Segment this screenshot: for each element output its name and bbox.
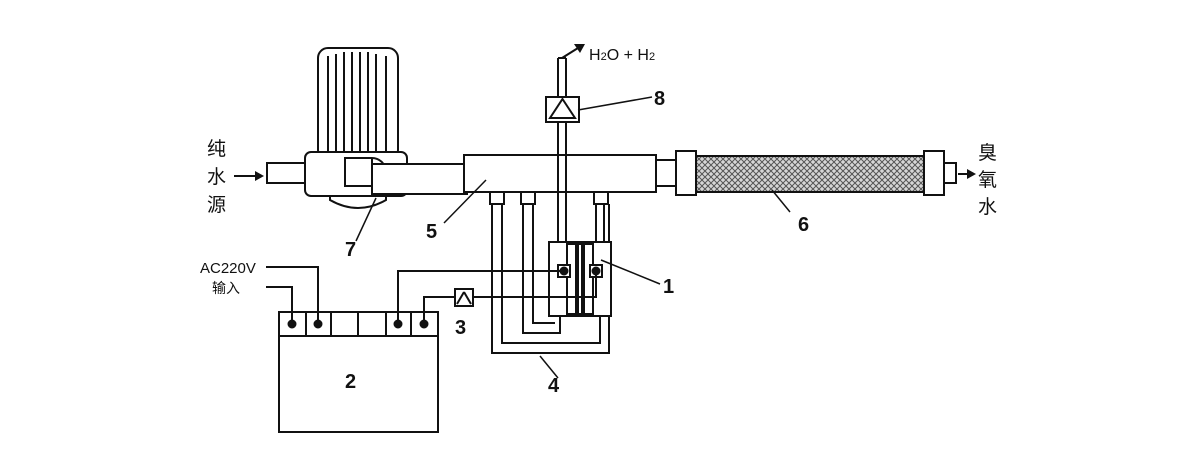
pump-outlet-pipe <box>371 163 468 195</box>
svg-text:氧: 氧 <box>978 169 997 191</box>
svg-text:源: 源 <box>207 194 226 216</box>
wiring <box>266 266 597 324</box>
callout-8: 8 <box>654 88 665 110</box>
sensor-3 <box>454 288 474 307</box>
filter-cartridge <box>675 150 957 196</box>
manifold-port <box>593 191 609 205</box>
callout-3: 3 <box>455 317 466 339</box>
callout-5: 5 <box>426 221 437 243</box>
gas-out-arrow <box>574 44 585 53</box>
inner-tubing <box>522 204 605 334</box>
manifold-outlet-pipe <box>655 159 679 187</box>
callout-4: 4 <box>548 375 560 397</box>
power-input-label: AC220V <box>200 260 256 277</box>
source-label: 纯 水 源 <box>207 138 226 216</box>
svg-text:水: 水 <box>978 196 997 218</box>
svg-text:臭: 臭 <box>978 142 997 164</box>
callout-numbers: 1 2 3 4 5 6 7 8 <box>345 88 809 397</box>
gas-riser-pipe <box>557 57 567 242</box>
inlet-pipe <box>266 162 308 184</box>
electrolyzer-cell <box>548 241 612 317</box>
power-supply <box>278 311 439 433</box>
output-label: 臭 氧 水 <box>978 142 997 218</box>
callout-1: 1 <box>663 276 674 298</box>
manifold-port <box>489 191 505 205</box>
inlet-arrow <box>255 171 264 181</box>
callout-2: 2 <box>345 371 356 393</box>
callout-7: 7 <box>345 239 356 261</box>
check-valve-8 <box>545 96 580 123</box>
gas-out-label: H2O + H2 <box>589 47 655 64</box>
pump-motor <box>317 47 399 161</box>
outlet-arrow <box>967 169 976 179</box>
svg-text:水: 水 <box>207 166 226 188</box>
manifold <box>463 154 657 193</box>
callout-6: 6 <box>798 214 809 236</box>
leader-lines <box>355 96 791 379</box>
power-input-sublabel: 输入 <box>212 281 240 297</box>
svg-text:纯: 纯 <box>207 138 226 160</box>
manifold-port <box>520 191 536 205</box>
